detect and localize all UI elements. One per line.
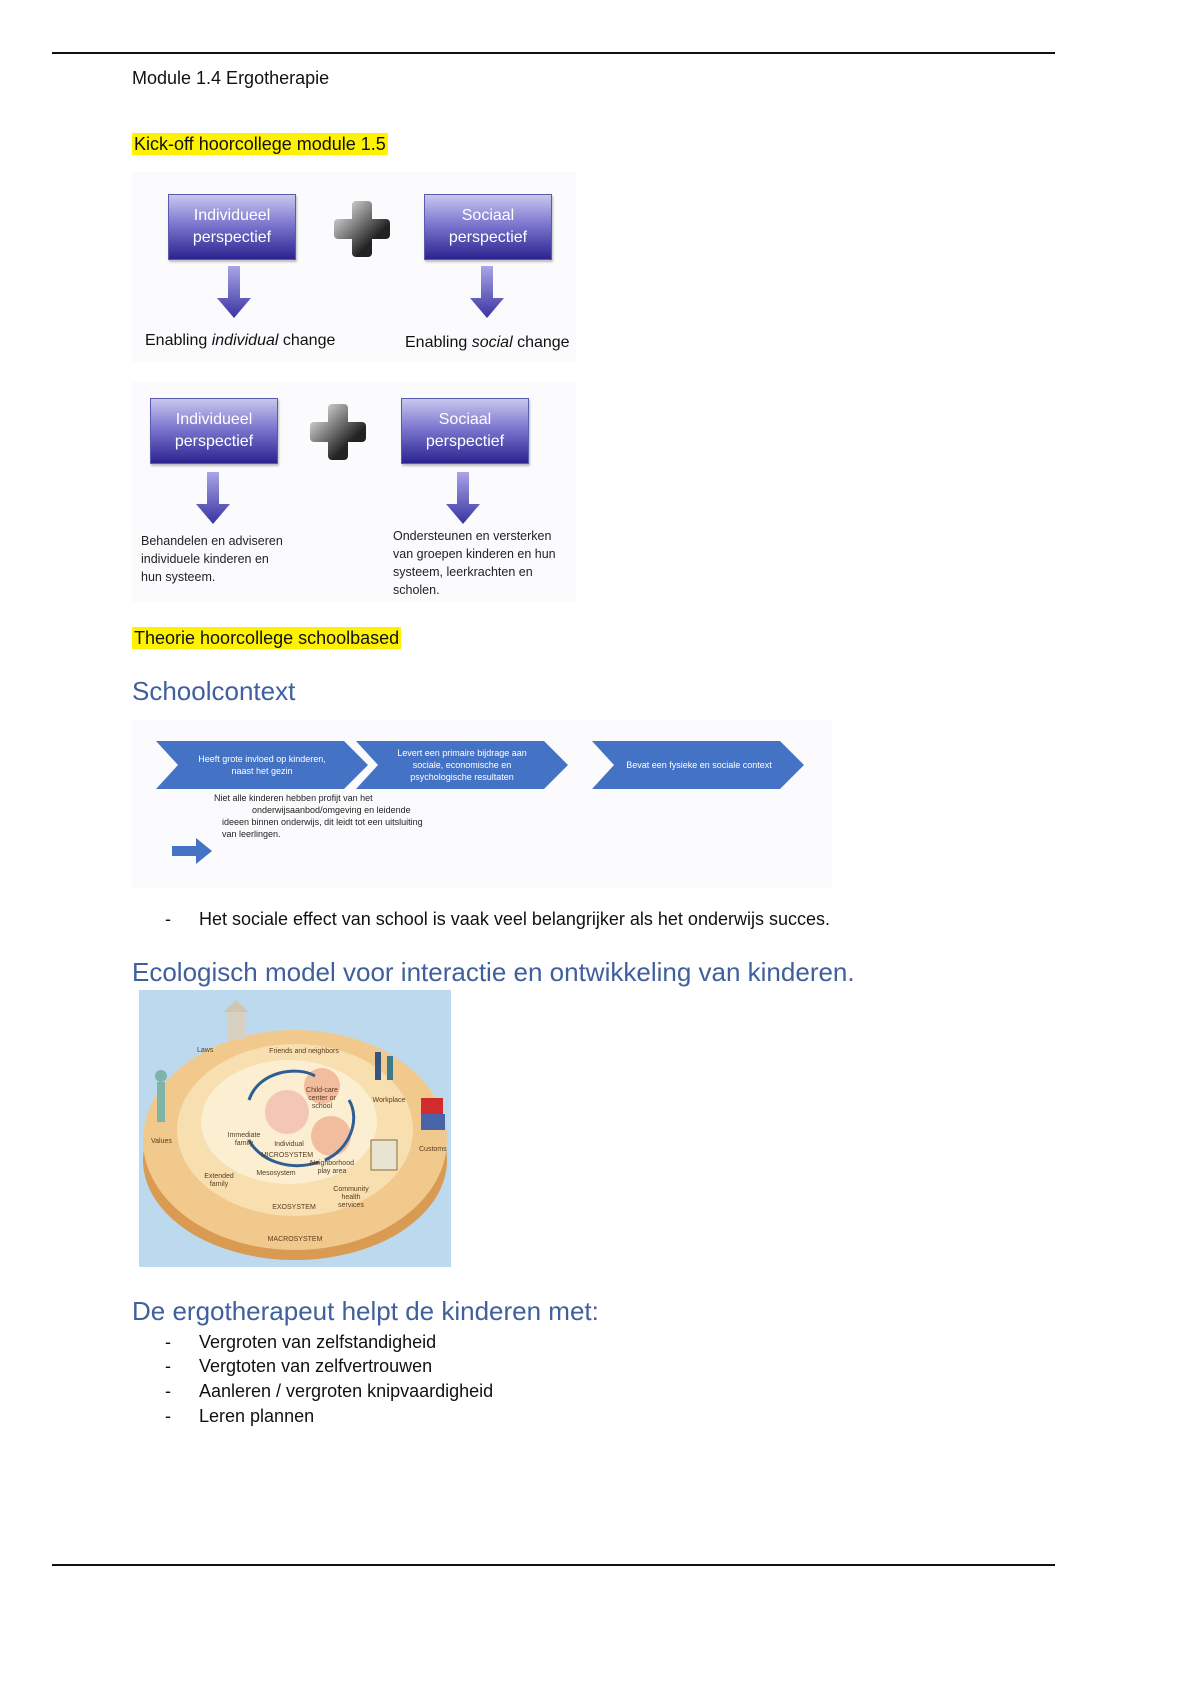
- eco-label-immediate: Immediate family: [227, 1132, 261, 1147]
- eco-label-microsystem: MICROSYSTEM: [260, 1152, 314, 1159]
- eco-label-childcare: Child-care center or school: [306, 1087, 338, 1110]
- diagram-perspectives-1: Individueel perspectief Sociaal perspect…: [132, 172, 576, 362]
- box-individueel-perspectief: Individueel perspectief: [150, 398, 278, 464]
- page-header: Module 1.4 Ergotherapie: [132, 68, 330, 88]
- section-heading-theorie: Theorie hoorcollege schoolbased: [132, 627, 402, 649]
- chevron-shape: [592, 741, 804, 789]
- chevron-shape: [156, 741, 368, 789]
- box-individueel-perspectief: Individueel perspectief: [168, 194, 296, 260]
- box-sociaal-perspectief: Sociaal perspectief: [401, 398, 529, 464]
- ergotherapeut-title: De ergotherapeut helpt de kinderen met:: [132, 1296, 599, 1326]
- bottom-rule: [52, 1564, 1055, 1566]
- eco-label-macrosystem: MACROSYSTEM: [267, 1236, 323, 1243]
- chevron-text-3: Bevat een fysieke en sociale context: [626, 760, 772, 770]
- eco-label-exosystem: EXOSYSTEM: [272, 1204, 316, 1211]
- schoolcontext-note: Niet alle kinderen hebben profijt van he…: [214, 793, 423, 839]
- caption-enabling-social: Enabling social change: [405, 334, 570, 351]
- plus-icon: [334, 201, 390, 257]
- top-rule: [52, 52, 1055, 54]
- diagram-perspectives-2: Individueel perspectief Sociaal perspect…: [132, 382, 576, 602]
- schoolcontext-diagram: Heeft grote invloed op kinderen,naast he…: [132, 720, 832, 888]
- down-arrow-icon: [470, 266, 504, 318]
- right-arrow-icon: [172, 838, 212, 864]
- eco-label-laws: Laws: [197, 1047, 214, 1054]
- chevron-shape: [356, 741, 568, 789]
- ecological-model-image: Laws Friends and neighbors Child-care ce…: [139, 990, 451, 1267]
- schoolcontext-title: Schoolcontext: [132, 676, 296, 706]
- eco-label-mesosystem: Mesosystem: [256, 1170, 296, 1177]
- ecologisch-model-title: Ecologisch model voor interactie en ontw…: [132, 957, 855, 987]
- down-arrow-icon: [446, 472, 480, 524]
- ecological-model-illustration: [143, 1000, 447, 1260]
- box-sociaal-perspectief: Sociaal perspectief: [424, 194, 552, 260]
- caption-ondersteunen: Ondersteunen en versterken van groepen k…: [393, 529, 556, 597]
- eco-label-workplace: Workplace: [372, 1097, 406, 1104]
- eco-label-individual: Individual: [274, 1141, 304, 1148]
- eco-label-extended: Extended family: [204, 1173, 234, 1188]
- eco-label-friends: Friends and neighbors: [269, 1048, 339, 1055]
- section-heading-kickoff: Kick-off hoorcollege module 1.5: [132, 133, 388, 155]
- chevron-text-1: Heeft grote invloed op kinderen,naast he…: [198, 754, 326, 776]
- eco-label-neighborhood: Neighborhood play area: [310, 1160, 354, 1175]
- eco-label-values: Values: [151, 1138, 172, 1145]
- plus-icon: [310, 404, 366, 460]
- down-arrow-icon: [196, 472, 230, 524]
- caption-behandelen: Behandelen en adviseren individuele kind…: [141, 534, 283, 584]
- caption-enabling-individual: Enabling individual change: [145, 332, 336, 349]
- eco-label-customs: Customs: [419, 1146, 447, 1153]
- down-arrow-icon: [217, 266, 251, 318]
- eco-label-community: Community health services: [333, 1186, 369, 1209]
